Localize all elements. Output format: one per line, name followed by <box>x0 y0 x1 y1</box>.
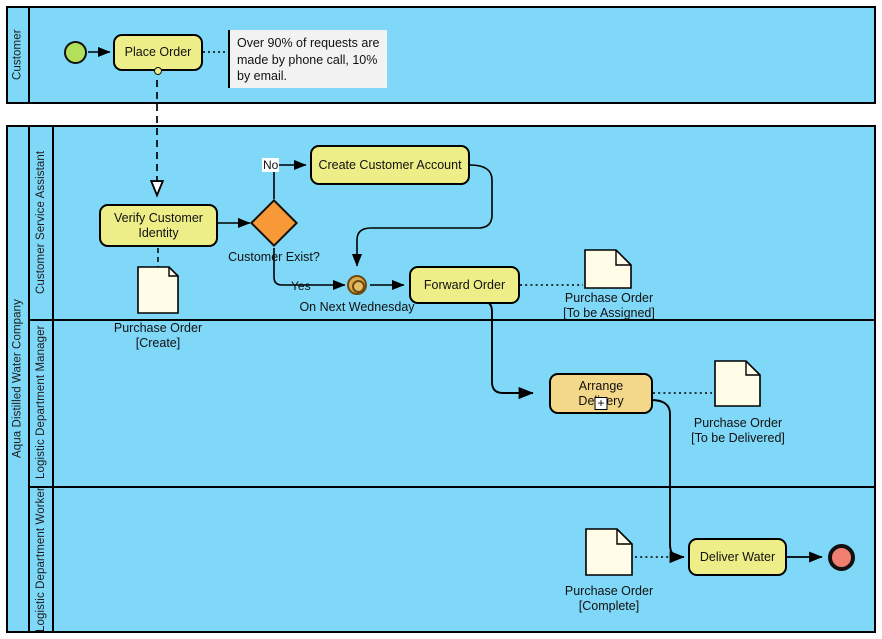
data-object-po-delivered-name: Purchase Order <box>693 416 783 430</box>
lane-divider-csa-ldm <box>28 319 876 321</box>
task-create-customer-account[interactable]: Create Customer Account <box>310 145 470 185</box>
flow-create-account-to-timer <box>351 164 493 267</box>
pool-company-header-divider <box>28 125 30 633</box>
data-object-po-delivered-caption: Purchase Order [To be Delivered] <box>665 416 811 446</box>
task-forward-order[interactable]: Forward Order <box>409 266 520 304</box>
task-forward-order-label: Forward Order <box>423 277 506 292</box>
start-event[interactable] <box>64 41 87 64</box>
place-order-message-origin-marker <box>154 67 162 75</box>
lane-divider-ldm-ldw <box>28 486 876 488</box>
data-object-po-complete-caption: Purchase Order [Complete] <box>539 584 679 614</box>
data-object-po-create-name: Purchase Order <box>113 321 203 335</box>
task-place-order[interactable]: Place Order <box>113 34 203 71</box>
data-object-po-create-shape <box>137 266 179 314</box>
task-verify-customer-identity[interactable]: Verify Customer Identity <box>99 204 218 247</box>
timer-event-label: On Next Wednesday <box>299 300 415 314</box>
data-object-po-complete-shape <box>585 528 633 576</box>
timer-clock-icon <box>351 279 365 293</box>
data-object-po-create-state: [Create] <box>135 336 181 350</box>
task-deliver-water[interactable]: Deliver Water <box>688 538 787 576</box>
gateway-customer-exist-label: Customer Exist? <box>228 250 320 264</box>
flow-gateway-yes-to-timer <box>273 248 346 291</box>
subprocess-expand-icon[interactable]: + <box>594 397 608 410</box>
task-place-order-label: Place Order <box>124 45 192 60</box>
pool-customer-header-divider <box>28 6 30 104</box>
data-object-po-assigned-shape <box>584 249 632 289</box>
annotation-requests-note: Over 90% of requests are made by phone c… <box>230 30 387 88</box>
flow-label-yes: Yes <box>291 279 311 293</box>
data-object-po-assigned-state: [To be Assigned] <box>563 306 655 320</box>
data-object-po-complete-state: [Complete] <box>578 599 640 613</box>
data-object-po-delivered-shape <box>714 360 761 407</box>
flow-forward-order-to-arrange-delivery <box>484 301 534 400</box>
data-object-po-assigned-caption: Purchase Order [To be Assigned] <box>538 291 680 321</box>
task-arrange-delivery[interactable]: Arrange Delivery + <box>549 373 653 414</box>
intermediate-timer-event[interactable] <box>347 275 367 295</box>
end-event[interactable] <box>828 544 855 571</box>
data-object-po-complete-name: Purchase Order <box>564 584 654 598</box>
task-verify-customer-identity-label: Verify Customer Identity <box>114 210 203 240</box>
data-object-po-assigned-name: Purchase Order <box>564 291 654 305</box>
flow-arrange-delivery-to-deliver-water <box>650 399 685 564</box>
task-create-customer-account-label: Create Customer Account <box>318 157 462 172</box>
data-object-po-delivered-state: [To be Delivered] <box>691 431 785 445</box>
lane-header-divider <box>52 125 54 633</box>
flow-label-no: No <box>262 158 280 172</box>
data-object-po-create-caption: Purchase Order [Create] <box>98 321 218 351</box>
task-deliver-water-label: Deliver Water <box>699 549 776 564</box>
